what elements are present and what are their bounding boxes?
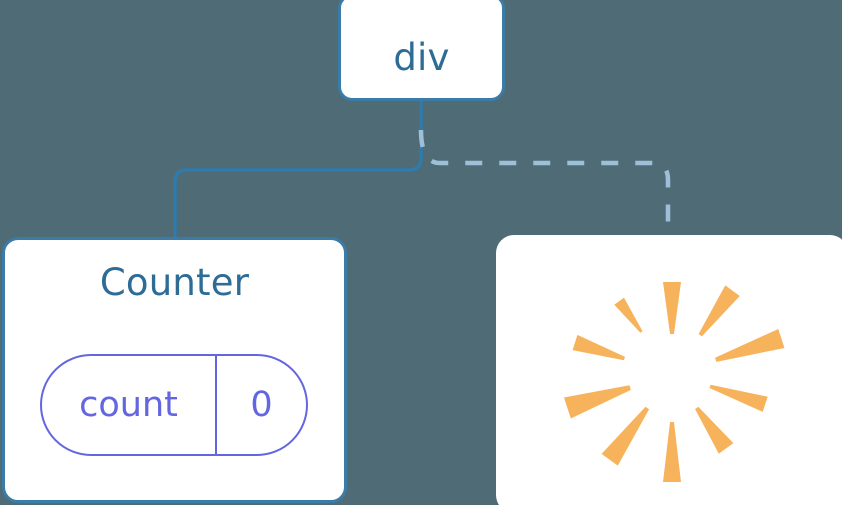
spinner-ray xyxy=(709,384,768,412)
spinner-ray xyxy=(563,385,631,419)
spinner-ray xyxy=(715,328,785,362)
edge-div-to-counter xyxy=(173,98,423,242)
node-counter-label: Counter xyxy=(99,261,250,304)
spinner-ray xyxy=(663,282,681,334)
node-spinner[interactable] xyxy=(496,235,842,505)
edge-div-to-spinner xyxy=(418,129,671,240)
spinner-ray xyxy=(614,297,643,333)
prop-value: 0 xyxy=(250,385,273,425)
node-div-label: div xyxy=(393,36,450,79)
node-div[interactable]: div xyxy=(338,0,505,101)
spinner-ray xyxy=(695,406,734,454)
spinner-ray xyxy=(663,422,681,482)
spinner-ray xyxy=(572,334,625,361)
starburst-spinner-icon xyxy=(563,282,785,482)
spinner-ray xyxy=(601,406,650,466)
spinner-ray xyxy=(698,285,740,337)
prop-key: count xyxy=(42,356,217,454)
spinner-ray-group xyxy=(563,282,785,482)
prop-pill-count[interactable]: count 0 xyxy=(40,354,308,456)
